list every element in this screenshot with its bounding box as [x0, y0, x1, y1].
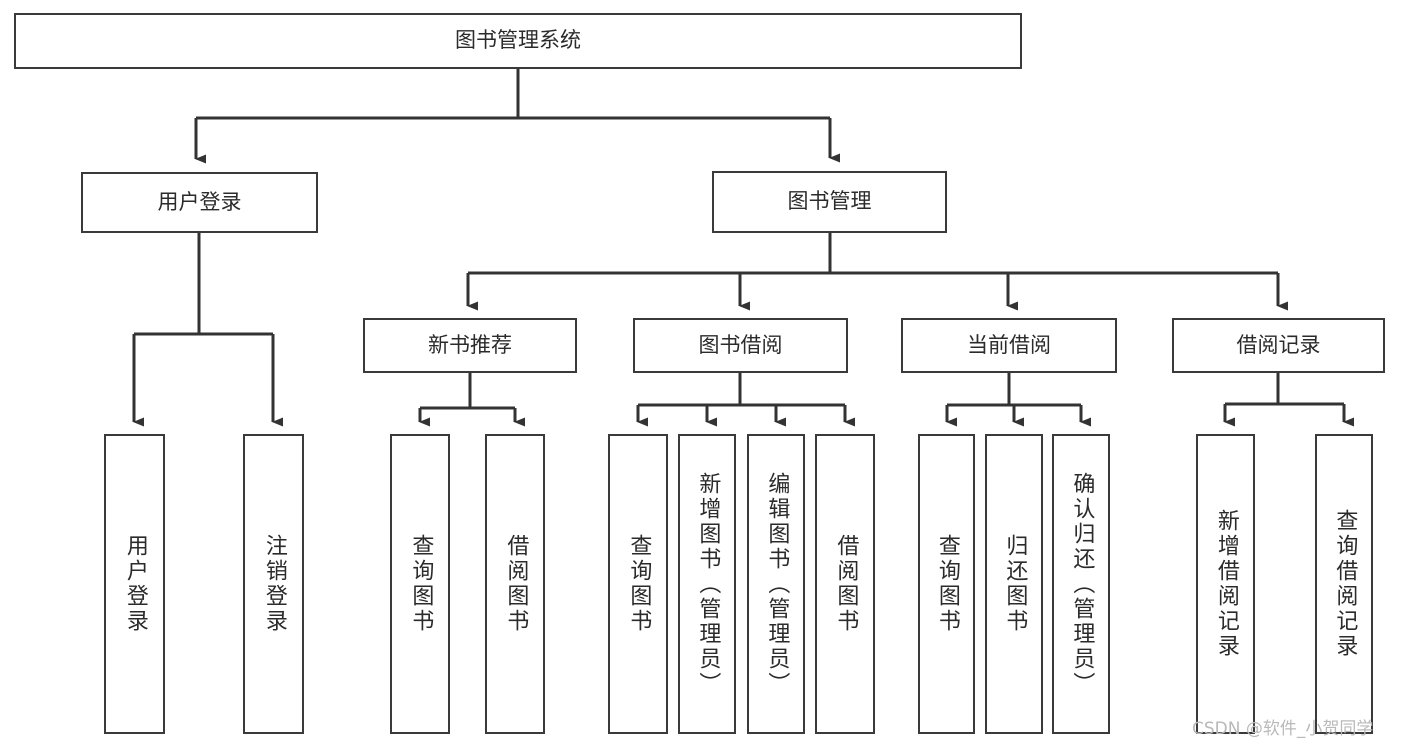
leaf-logout[interactable]: 注销登录: [243, 434, 304, 734]
node-new-book-rec[interactable]: 新书推荐: [363, 318, 577, 373]
leaf-user-login[interactable]: 用户登录: [104, 434, 165, 734]
leaf-add-record[interactable]: 新增借阅记录: [1196, 434, 1255, 734]
node-user-login-label: 用户登录: [157, 189, 242, 214]
leaf-borrow-book-2[interactable]: 借阅图书: [815, 434, 875, 734]
leaf-edit-book-label: 编辑图书（管理员）: [764, 471, 790, 697]
leaf-logout-label: 注销登录: [261, 534, 287, 634]
leaf-edit-book[interactable]: 编辑图书（管理员）: [747, 434, 805, 734]
leaf-query-record-label: 查询借阅记录: [1332, 509, 1358, 659]
node-root-label: 图书管理系统: [455, 28, 581, 53]
leaf-add-book-label: 新增图书（管理员）: [695, 471, 721, 697]
node-book-manage[interactable]: 图书管理: [712, 171, 947, 233]
leaf-borrow-book-1[interactable]: 借阅图书: [485, 434, 545, 734]
node-borrow-record-label: 借阅记录: [1236, 332, 1321, 357]
leaf-query-book-1[interactable]: 查询图书: [390, 434, 450, 734]
csdn-watermark: CSDN @软件_小贺同学: [1192, 719, 1374, 739]
leaf-borrow-book-2-label: 借阅图书: [833, 534, 859, 634]
leaf-borrow-book-1-label: 借阅图书: [503, 534, 529, 634]
node-root[interactable]: 图书管理系统: [14, 13, 1022, 69]
node-book-manage-label: 图书管理: [787, 189, 872, 214]
leaf-confirm-return-label: 确认归还（管理员）: [1069, 471, 1095, 697]
leaf-query-book-2[interactable]: 查询图书: [608, 434, 668, 734]
leaf-user-login-label: 用户登录: [122, 534, 148, 634]
leaf-confirm-return[interactable]: 确认归还（管理员）: [1052, 434, 1110, 734]
node-new-book-rec-label: 新书推荐: [428, 332, 512, 357]
node-current-borrow-label: 当前借阅: [967, 332, 1051, 357]
leaf-query-record[interactable]: 查询借阅记录: [1315, 434, 1373, 734]
leaf-query-book-3[interactable]: 查询图书: [918, 434, 975, 734]
leaf-return-book[interactable]: 归还图书: [985, 434, 1043, 734]
node-borrow-record[interactable]: 借阅记录: [1172, 318, 1385, 373]
node-current-borrow[interactable]: 当前借阅: [901, 318, 1117, 373]
leaf-add-record-label: 新增借阅记录: [1213, 509, 1239, 659]
node-user-login[interactable]: 用户登录: [81, 172, 318, 233]
leaf-query-book-2-label: 查询图书: [626, 534, 652, 634]
node-book-borrow[interactable]: 图书借阅: [633, 318, 848, 373]
leaf-return-book-label: 归还图书: [1002, 534, 1028, 634]
leaf-query-book-1-label: 查询图书: [408, 534, 434, 634]
leaf-query-book-3-label: 查询图书: [934, 534, 960, 634]
node-book-borrow-label: 图书借阅: [698, 332, 783, 357]
leaf-add-book[interactable]: 新增图书（管理员）: [678, 434, 736, 734]
